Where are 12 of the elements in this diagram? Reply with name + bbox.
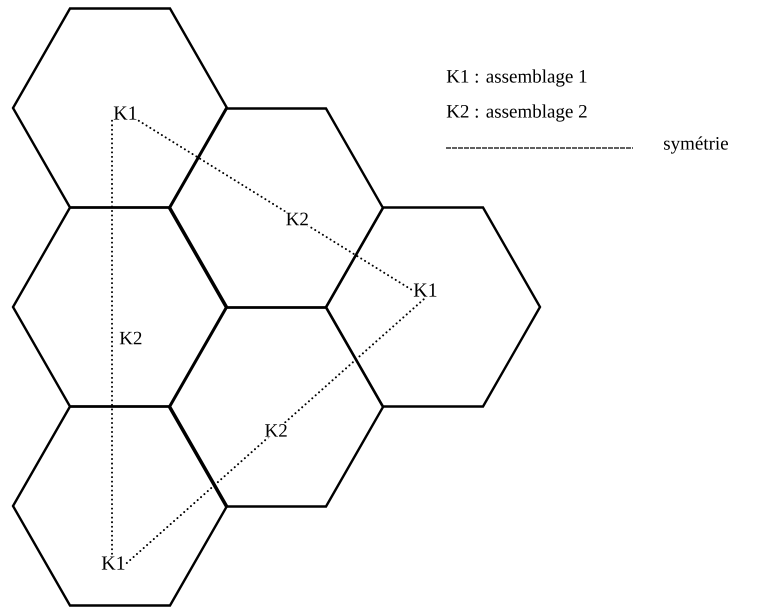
edge-label: K2 [265, 424, 287, 437]
legend-text: K2 : assemblage 2 [446, 104, 587, 122]
edge-label: K2 [286, 212, 308, 226]
assembly-label: K1 [414, 283, 436, 297]
legend-text: K1 : assemblage 1 [446, 69, 586, 87]
assembly-label: K1 [102, 556, 124, 570]
symmetry-line [138, 120, 413, 291]
symmetry-line [111, 120, 113, 556]
assembly-label: K1 [114, 106, 136, 120]
symmetry-line [126, 296, 426, 564]
legend-text: symétrie [664, 136, 728, 154]
edge-label: K2 [120, 332, 142, 344]
